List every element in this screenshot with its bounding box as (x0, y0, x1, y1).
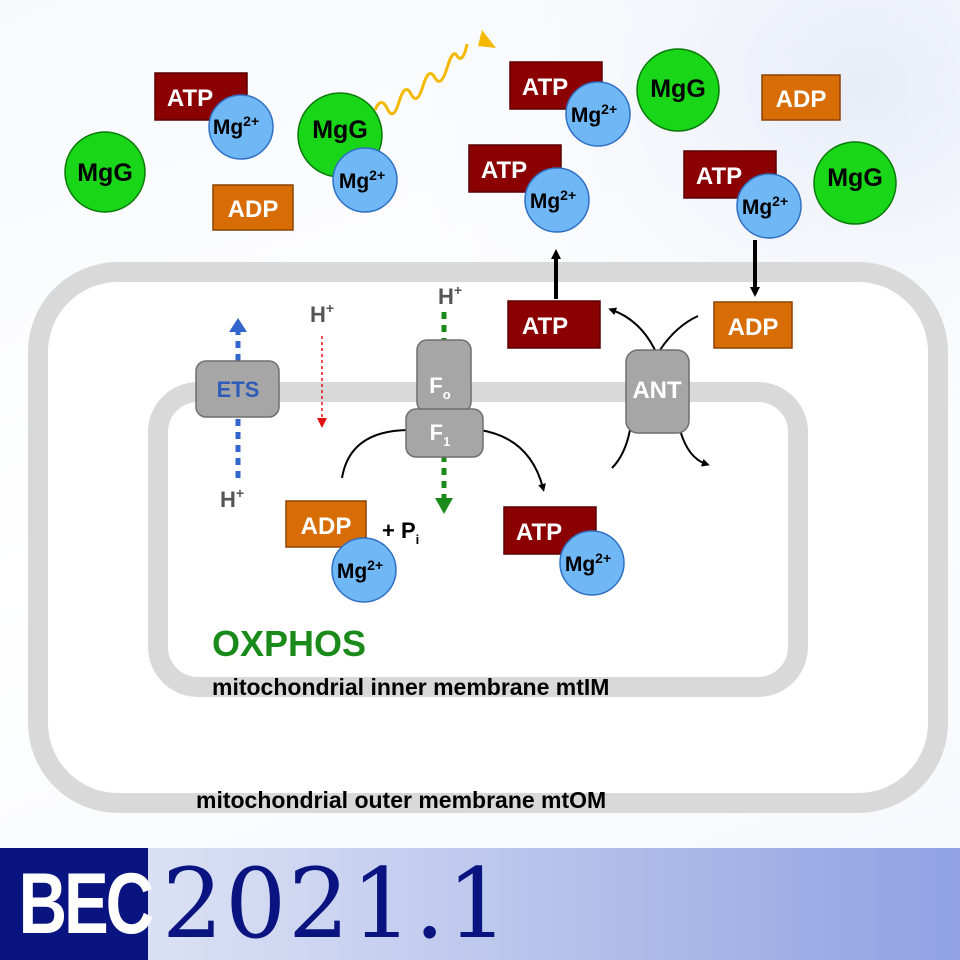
ant-arrow-in-top (659, 315, 699, 351)
adp-box (713, 301, 793, 349)
mg-label: Mg2+ (742, 193, 788, 219)
mgg-label: MgG (650, 75, 706, 103)
atp-label: ATP (516, 519, 562, 546)
adp-label: ADP (728, 314, 779, 341)
atp-synthase: H+ Fo F1 (341, 282, 546, 514)
mgg-complex-1: MgG (64, 131, 146, 213)
adp-box (761, 74, 841, 121)
atp-label: ATP (522, 313, 568, 340)
mg-ion (565, 81, 631, 147)
atp-mg-complex-3: ATP Mg2+ (468, 144, 590, 233)
proton-leak: H+ (310, 300, 334, 428)
f1-label: F1 (430, 420, 451, 449)
mg-label: Mg2+ (565, 550, 611, 576)
mg-label: Mg2+ (339, 167, 385, 193)
mg-ion (331, 537, 397, 603)
atp-mg-complex-1: ATP Mg2+ (154, 72, 274, 160)
phosphate-label: + Pi (382, 518, 419, 547)
atp-mg-complex-4: ATP Mg2+ (683, 150, 802, 239)
adp-label: ADP (301, 513, 352, 540)
ets-proton-arrowhead (229, 318, 247, 332)
ant-arrow-in (679, 429, 710, 467)
adp-label: ADP (228, 196, 279, 223)
atp-export: ATP (507, 249, 601, 349)
ets-complex (195, 360, 280, 418)
atp-label: ATP (522, 74, 568, 101)
proton-label: H+ (438, 282, 462, 309)
mg-ion (524, 167, 590, 233)
f1-subunit (405, 408, 484, 458)
atp-mg-complex-2: ATP Mg2+ (509, 61, 631, 147)
mg-label: Mg2+ (530, 187, 576, 213)
ant-complex (625, 349, 690, 434)
adp-box (212, 184, 294, 231)
issue-number: 2021.1 (162, 848, 510, 960)
ets-label: ETS (217, 377, 260, 402)
proton-label: H+ (310, 300, 334, 327)
atpase-reaction-arc-out (479, 429, 546, 492)
fluorescence-emission (373, 30, 496, 116)
mg-ion (332, 147, 398, 213)
atp-label: ATP (696, 163, 742, 190)
adp-import: ADP (713, 240, 793, 349)
atpase-proton-arrowhead (435, 498, 453, 514)
oxphos-label: OXPHOS (212, 623, 366, 664)
adp-molecule-2: ADP (761, 74, 841, 121)
atp-label: ATP (481, 157, 527, 184)
mgg-label: MgG (77, 159, 133, 187)
mgg-label: MgG (312, 116, 368, 144)
adp-label: ADP (776, 86, 827, 113)
mg-label: Mg2+ (213, 113, 259, 139)
adenine-nucleotide-translocase: ANT (608, 307, 710, 469)
ant-arrow-out-bottom (611, 429, 631, 469)
inner-membrane-label: mitochondrial inner membrane mtIM (212, 674, 609, 700)
mgg-label: MgG (827, 164, 883, 192)
emission-arrowhead (478, 30, 496, 48)
outer-membrane-label: mitochondrial outer membrane mtOM (196, 787, 606, 813)
mgg-circle (813, 141, 897, 225)
mgg-complex-2: MgG (636, 48, 720, 132)
mg-ion (736, 173, 802, 239)
mg-ion (208, 94, 274, 160)
mgg-mg-complex: MgG Mg2+ (297, 92, 398, 213)
fo-label: Fo (429, 373, 450, 402)
bec-logo: BEC (0, 848, 154, 960)
proton-label: H+ (220, 485, 244, 512)
electron-transfer-system: ETS H+ (195, 318, 280, 512)
adp-mg-substrate: ADP Mg2+ + Pi (285, 500, 419, 603)
atpase-reaction-arc-in (341, 429, 411, 479)
journal-banner: BEC 2021.1 (0, 848, 960, 960)
mg-ion (559, 530, 625, 596)
atp-box (507, 300, 601, 349)
mgg-circle (636, 48, 720, 132)
mgg-complex-3: MgG (813, 141, 897, 225)
mg-label: Mg2+ (571, 101, 617, 127)
inner-membrane (148, 382, 808, 697)
atp-mg-product: ATP Mg2+ (503, 506, 625, 596)
ant-arrow-out (608, 307, 656, 351)
adp-molecule-1: ADP (212, 184, 294, 231)
proton-leak-arrowhead (317, 418, 327, 428)
atp-label: ATP (167, 85, 213, 112)
emission-wave (373, 43, 469, 116)
mg-label: Mg2+ (337, 557, 383, 583)
mgg-circle (64, 131, 146, 213)
mitochondrion-diagram: ATP Mg2+ MgG ADP MgG Mg2+ ATP Mg2+ MgG (0, 0, 960, 848)
atp-box (503, 506, 597, 555)
ant-label: ANT (632, 377, 682, 404)
